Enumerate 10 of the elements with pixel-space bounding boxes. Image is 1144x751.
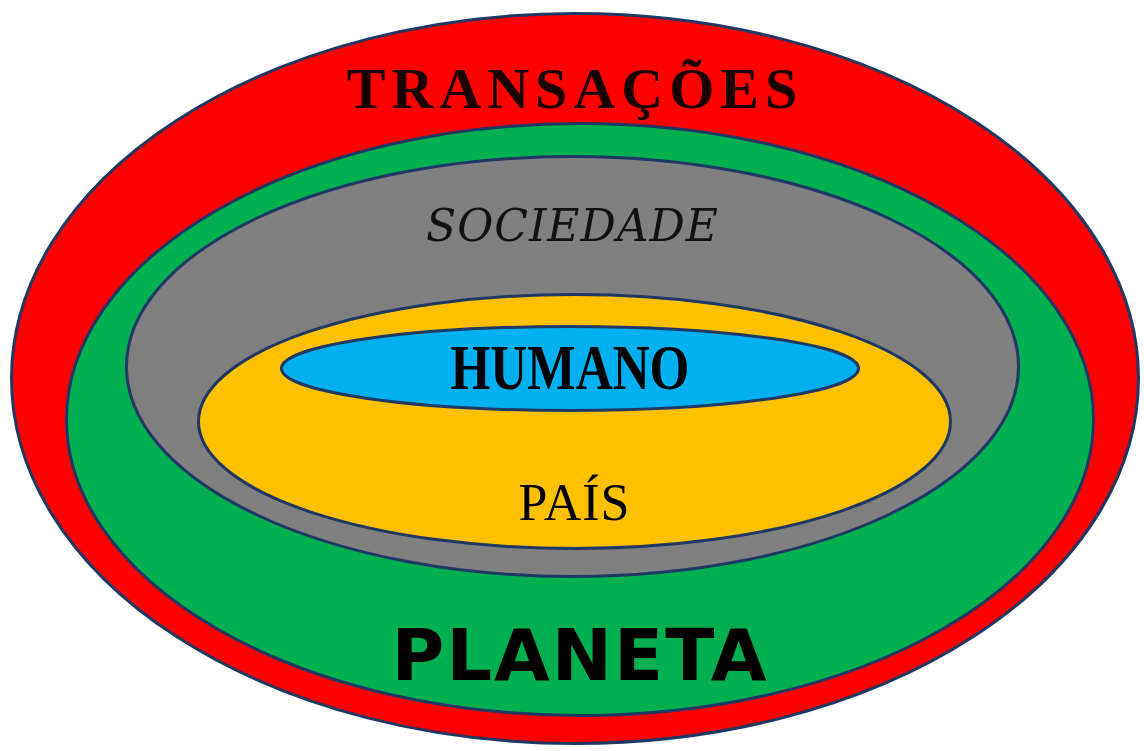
region-label: TRANSAÇÕES xyxy=(346,54,804,122)
region-label: PAÍS xyxy=(518,472,631,532)
ellipse-region xyxy=(10,12,1140,745)
ellipse-region xyxy=(65,122,1095,717)
ellipse-region xyxy=(197,293,952,550)
ellipse-region xyxy=(125,155,1020,578)
region-label: HUMANO xyxy=(450,331,690,405)
region-label: SOCIEDADE xyxy=(426,199,719,251)
ellipse-region xyxy=(280,325,860,412)
region-label: PLANETA xyxy=(391,613,769,697)
